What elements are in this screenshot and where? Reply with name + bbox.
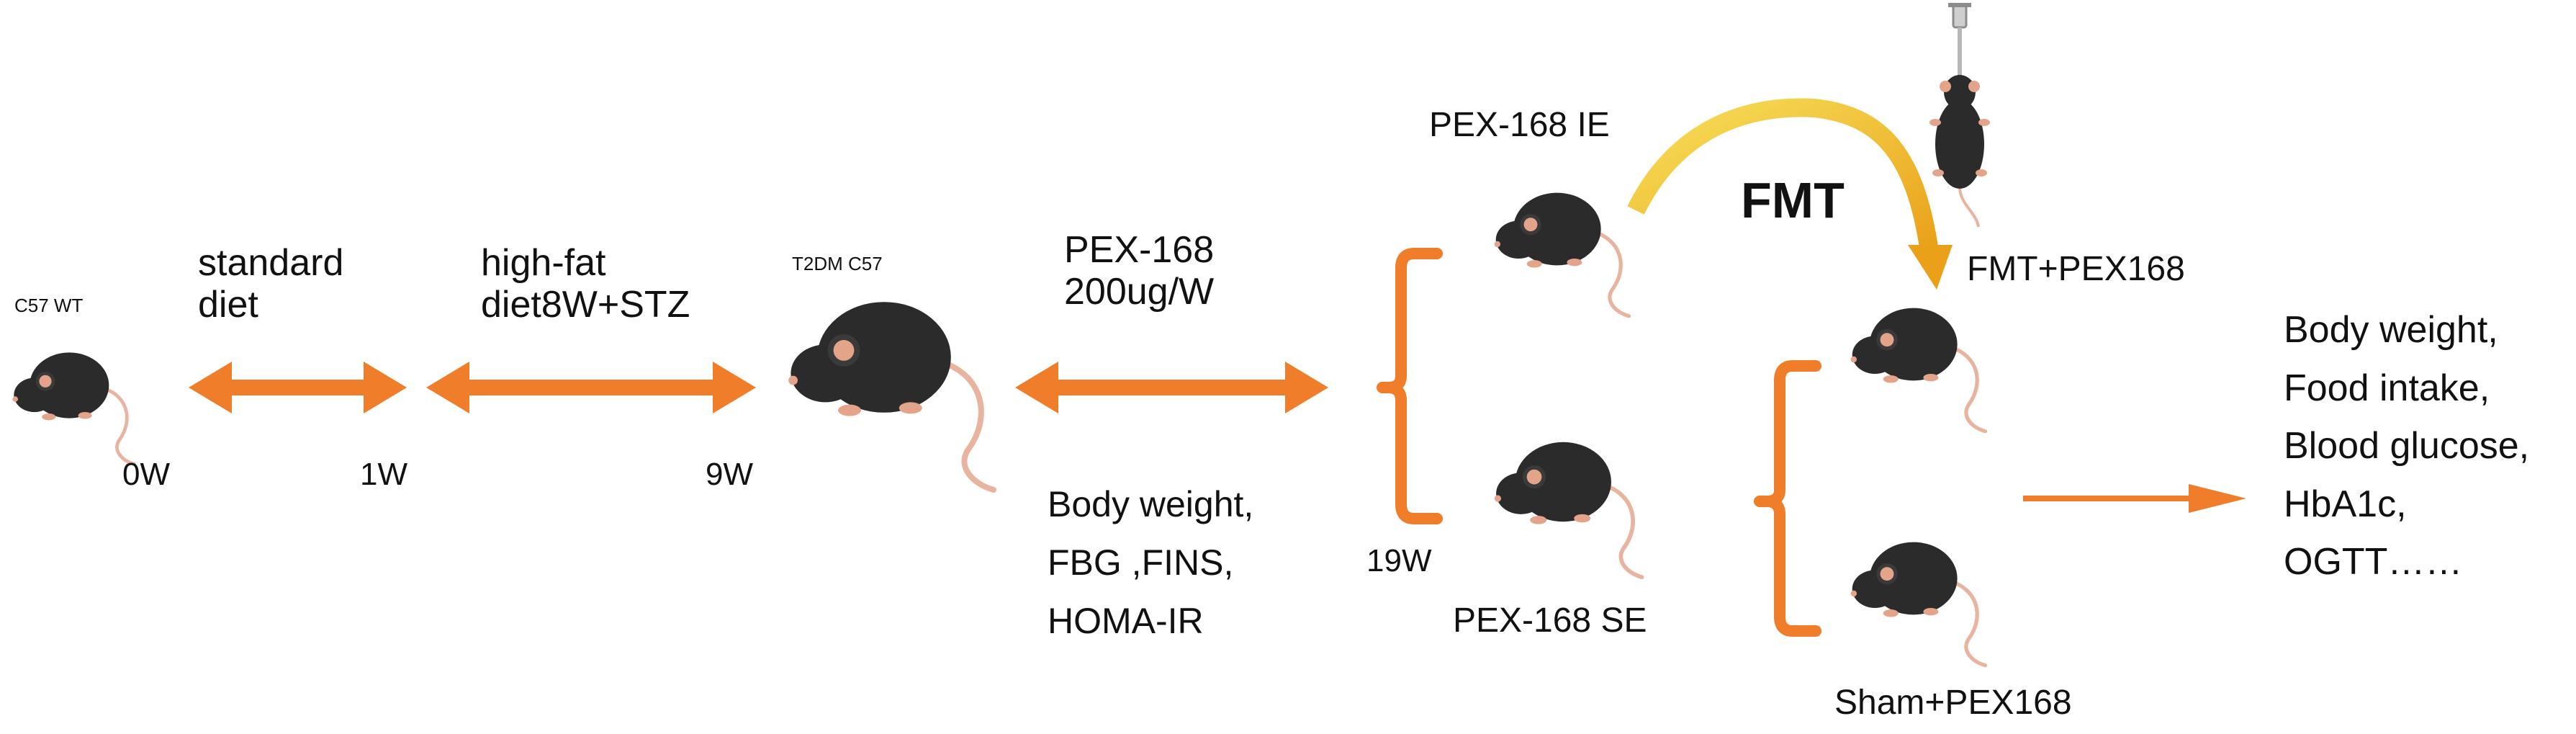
label-week-9: 9W	[706, 457, 753, 492]
label-sham-pex: Sham+PEX168	[1834, 684, 2072, 722]
mouse-icon-pex-se	[1495, 442, 1642, 577]
label-fmt: FMT	[1741, 172, 1845, 228]
mouse-icon-t2dm	[788, 302, 994, 490]
fmt-transfer-arrow	[1627, 98, 1953, 290]
label-pex-dose: PEX-168 200ug/W	[1064, 229, 1215, 313]
mouse-icon-fmt-pex	[1851, 308, 1986, 431]
mouse-icon-c57-wt	[12, 352, 134, 464]
mouse-icon-pex-ie	[1495, 193, 1629, 316]
double-arrow-icon	[1015, 362, 1328, 413]
mouse-icon-sham-pex	[1851, 542, 1986, 666]
label-fmt-pex: FMT+PEX168	[1967, 250, 2185, 288]
label-c57-wt: C57 WT	[14, 295, 84, 316]
double-arrow-icon	[426, 362, 756, 413]
label-week-0: 0W	[122, 457, 170, 492]
label-week-19: 19W	[1366, 543, 1432, 578]
label-t2dm-c57: T2DM C57	[792, 253, 883, 274]
label-pex-ie: PEX-168 IE	[1429, 106, 1610, 144]
group-bracket	[1377, 248, 1443, 524]
label-outcome-measures: Body weight, Food intake, Blood glucose,…	[2284, 309, 2530, 583]
group-bracket	[1754, 360, 1821, 637]
label-high-fat-diet: high-fat diet8W+STZ	[481, 242, 690, 326]
mouse-icon-injected	[1929, 75, 1990, 228]
label-standard-diet: standard diet	[198, 242, 344, 326]
label-week-1: 1W	[360, 457, 407, 492]
label-pex-se: PEX-168 SE	[1453, 601, 1647, 640]
outcome-arrow	[2023, 484, 2246, 513]
double-arrow-icon	[189, 362, 407, 413]
label-measures-mid: Body weight, FBG ,FINS, HOMA-IR	[1048, 484, 1254, 641]
